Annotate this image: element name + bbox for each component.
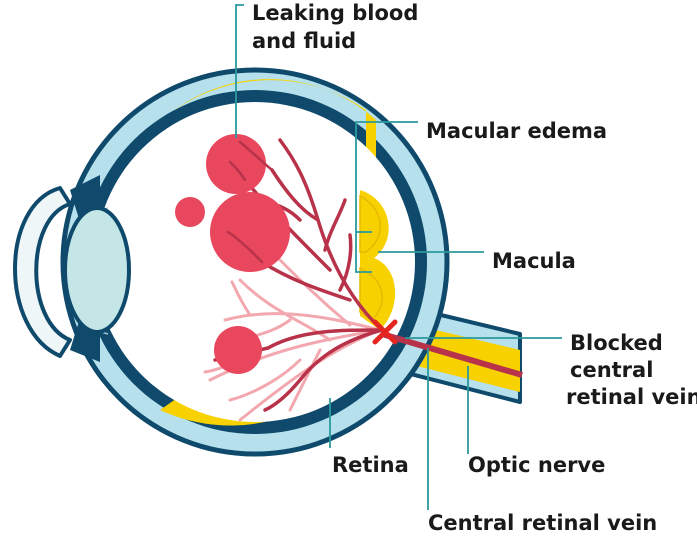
cornea — [13, 186, 72, 358]
label-blocked-line2: central — [570, 358, 653, 382]
hemorrhages — [175, 134, 290, 374]
leader-lines — [235, 4, 562, 510]
hemorrhage-spot — [206, 134, 266, 194]
central-retinal-vein-line — [381, 331, 523, 378]
label-retina: Retina — [332, 453, 409, 477]
label-leaking-blood-line2: and fluid — [252, 29, 356, 53]
label-macular-edema: Macular edema — [426, 119, 607, 143]
lens — [63, 206, 131, 334]
label-blocked-line3: retinal vein — [566, 385, 697, 409]
label-central-retinal-vein: Central retinal vein — [428, 511, 657, 535]
label-optic-nerve: Optic nerve — [468, 453, 605, 477]
label-leaking-blood-line1: Leaking blood — [252, 1, 418, 25]
hemorrhage-spot — [210, 192, 290, 272]
hemorrhage-spot — [175, 197, 205, 227]
hemorrhage-spot — [214, 326, 262, 374]
label-blocked-line1: Blocked — [570, 331, 663, 355]
retinal-veins-top — [226, 140, 274, 264]
label-macula: Macula — [492, 249, 576, 273]
blockage-x-icon — [372, 319, 398, 345]
retina-layer — [160, 79, 391, 426]
